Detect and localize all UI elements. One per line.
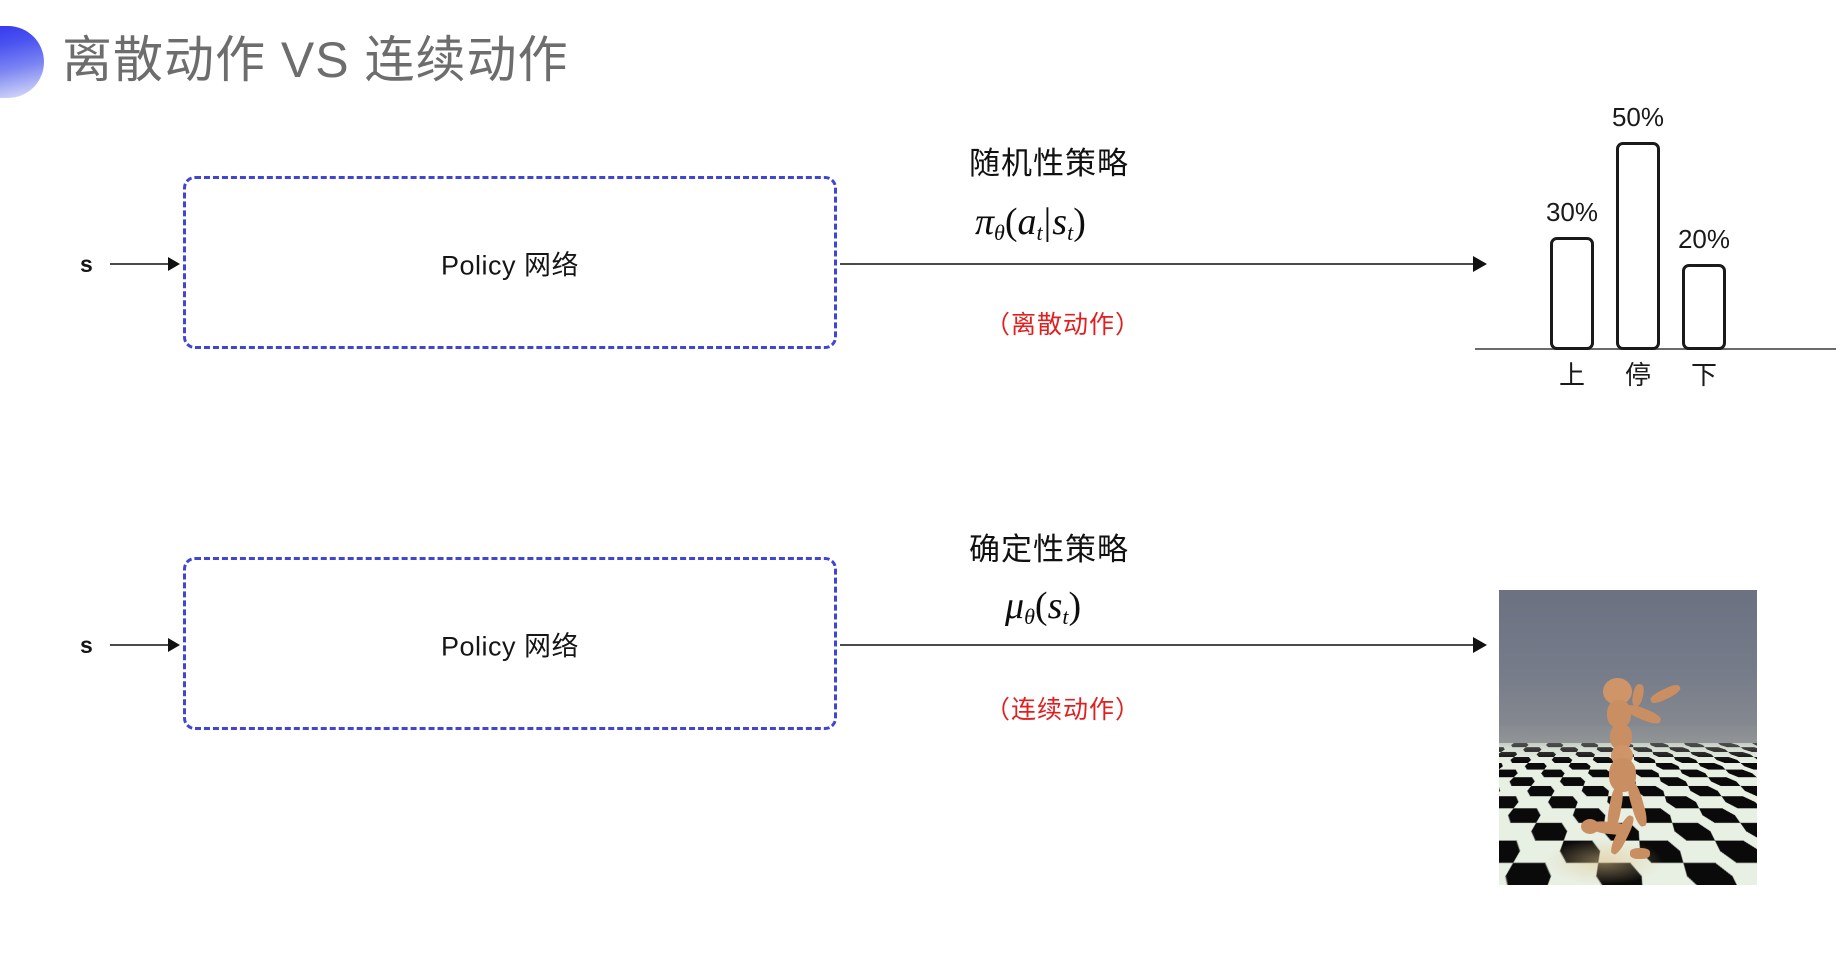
policy-network-box-top[interactable]: Policy 网络 xyxy=(183,176,837,349)
formula-sub-t-state-2: t xyxy=(1062,604,1069,630)
formula-close-paren: ) xyxy=(1073,201,1086,243)
bar-value-1: 50% xyxy=(1611,102,1665,132)
formula-deterministic-policy: μθ(st) xyxy=(1005,584,1081,630)
bar-category-1: 停 xyxy=(1624,360,1652,390)
title-decoration-icon xyxy=(0,26,44,98)
bar-category-2: 下 xyxy=(1690,360,1718,390)
policy-network-label-top: Policy 网络 xyxy=(440,250,580,280)
policy-kind-deterministic: 确定性策略 xyxy=(969,532,1129,567)
state-label-bottom: s xyxy=(80,632,93,658)
bar-slot-0: 30% xyxy=(1546,130,1598,350)
action-type-discrete: （离散动作） xyxy=(985,311,1142,339)
action-type-continuous: （连续动作） xyxy=(985,696,1142,724)
formula-sub-t-state: t xyxy=(1067,220,1074,246)
formula-open-paren-2: ( xyxy=(1034,585,1048,627)
humanoid-simulation-image xyxy=(1499,590,1757,885)
state-label-top: s xyxy=(80,251,93,277)
page-title: 离散动作 VS 连续动作 xyxy=(62,32,569,88)
policy-network-box-bottom[interactable]: Policy 网络 xyxy=(183,557,837,730)
bar-slot-1: 50% xyxy=(1612,90,1664,350)
humanoid-torso-lower xyxy=(1610,724,1632,750)
sim-floor-reflection xyxy=(1545,837,1665,885)
input-arrow-bottom xyxy=(110,644,178,646)
output-arrow-bottom xyxy=(840,644,1485,646)
humanoid-foot-front xyxy=(1630,848,1650,859)
bar-slot-2: 20% xyxy=(1678,160,1730,350)
formula-fn-pi: π xyxy=(975,201,995,243)
bar-value-0: 30% xyxy=(1545,197,1599,227)
bar-value-2: 20% xyxy=(1677,224,1731,254)
formula-arg-state-2: s xyxy=(1047,585,1063,627)
formula-arg-action: a xyxy=(1017,201,1037,243)
humanoid-foot-back xyxy=(1581,819,1599,834)
policy-kind-stochastic: 随机性策略 xyxy=(969,146,1129,181)
formula-sub-theta: θ xyxy=(994,220,1005,246)
discrete-action-bar-chart: 30% 上 50% 停 20% 下 xyxy=(1470,96,1836,396)
table-row xyxy=(1550,237,1594,350)
policy-network-label-bottom: Policy 网络 xyxy=(440,631,580,661)
table-row xyxy=(1682,264,1726,350)
formula-fn-mu: μ xyxy=(1005,585,1025,627)
formula-sub-t-action: t xyxy=(1036,220,1043,246)
bar-category-0: 上 xyxy=(1558,360,1586,390)
output-arrow-top xyxy=(840,263,1485,265)
formula-sub-theta-2: θ xyxy=(1024,604,1035,630)
formula-open-paren: ( xyxy=(1004,201,1018,243)
formula-conditional-bar: | xyxy=(1043,201,1052,243)
formula-close-paren-2: ) xyxy=(1068,585,1082,627)
formula-arg-state: s xyxy=(1052,201,1068,243)
formula-stochastic-policy: πθ(at|st) xyxy=(975,200,1086,246)
table-row xyxy=(1616,142,1660,350)
input-arrow-top xyxy=(110,263,178,265)
